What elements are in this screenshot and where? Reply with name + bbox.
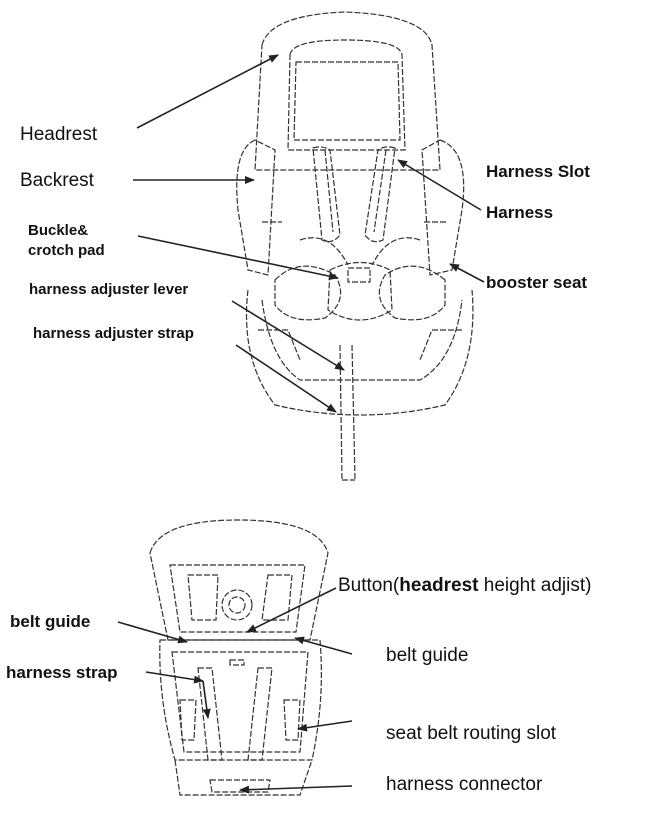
- arrow-seat-belt-routing-slot: [297, 720, 353, 732]
- label-buckle-line2: crotch pad: [28, 242, 105, 259]
- front-view-seat-outline: [236, 11, 474, 481]
- arrow-harness-strap-2: [202, 680, 211, 719]
- label-buckle-line1: Buckle&: [28, 222, 89, 239]
- arrow-buckle: [137, 235, 339, 281]
- label-harness-slot: Harness Slot: [486, 162, 590, 181]
- label-belt-guide-left: belt guide: [10, 612, 91, 631]
- label-backrest: Backrest: [20, 170, 94, 191]
- label-harness: Harness: [486, 203, 554, 222]
- arrow-harness-adjuster-lever: [231, 300, 345, 371]
- arrow-harness-connector: [239, 785, 353, 794]
- rear-view-arrows: [117, 587, 353, 794]
- label-seat-belt-routing-slot: seat belt routing slot: [386, 723, 557, 744]
- rear-view-seat-outline: [149, 519, 329, 796]
- label-harness-strap: harness strap: [6, 663, 118, 682]
- arrow-headrest: [136, 54, 279, 129]
- arrow-belt-guide-right: [294, 636, 353, 655]
- label-button-suffix: height adjist): [478, 575, 592, 596]
- label-button-headrest-height-adjust: Button(headrest height adjist): [338, 576, 591, 595]
- label-harness-adjuster-strap: harness adjuster strap: [33, 325, 194, 342]
- arrow-harness-strap: [145, 671, 204, 684]
- front-view-arrows: [133, 54, 485, 413]
- label-harness-adjuster-lever: harness adjuster lever: [29, 281, 189, 298]
- label-booster-seat: booster seat: [486, 273, 588, 292]
- arrow-belt-guide-left: [117, 621, 188, 644]
- arrow-booster-seat: [449, 263, 485, 283]
- label-button-bold: headrest: [399, 575, 479, 596]
- label-harness-connector: harness connector: [386, 774, 543, 795]
- arrow-button: [246, 587, 337, 633]
- label-button-prefix: Button(: [338, 575, 400, 596]
- label-headrest: Headrest: [20, 124, 98, 145]
- arrow-harness-adjuster-strap: [235, 344, 337, 413]
- label-belt-guide-right: belt guide: [386, 645, 469, 666]
- arrow-harness: [397, 159, 482, 211]
